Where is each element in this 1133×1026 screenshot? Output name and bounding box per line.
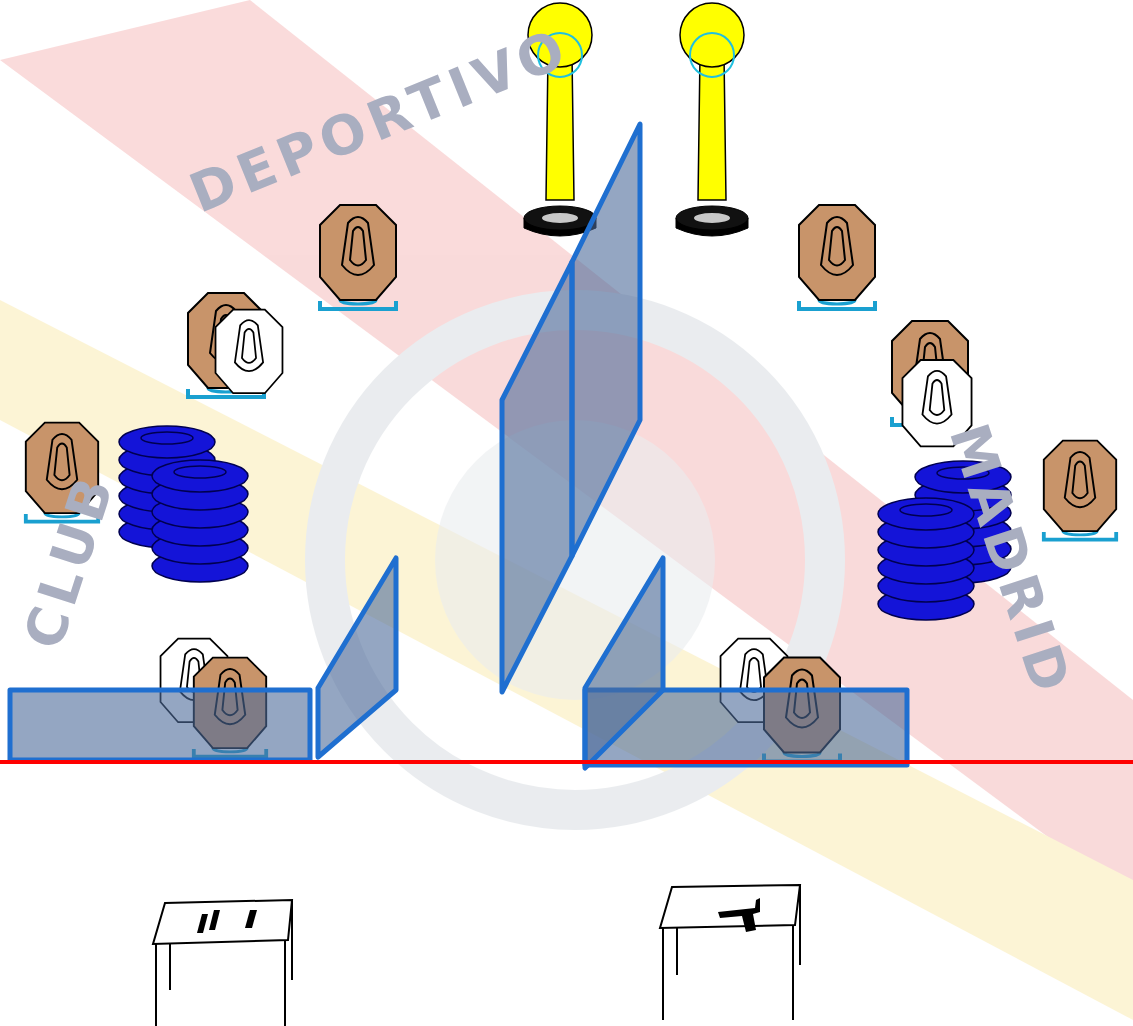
stage: CLUBDEPORTIVOMADRID <box>0 0 1133 1026</box>
